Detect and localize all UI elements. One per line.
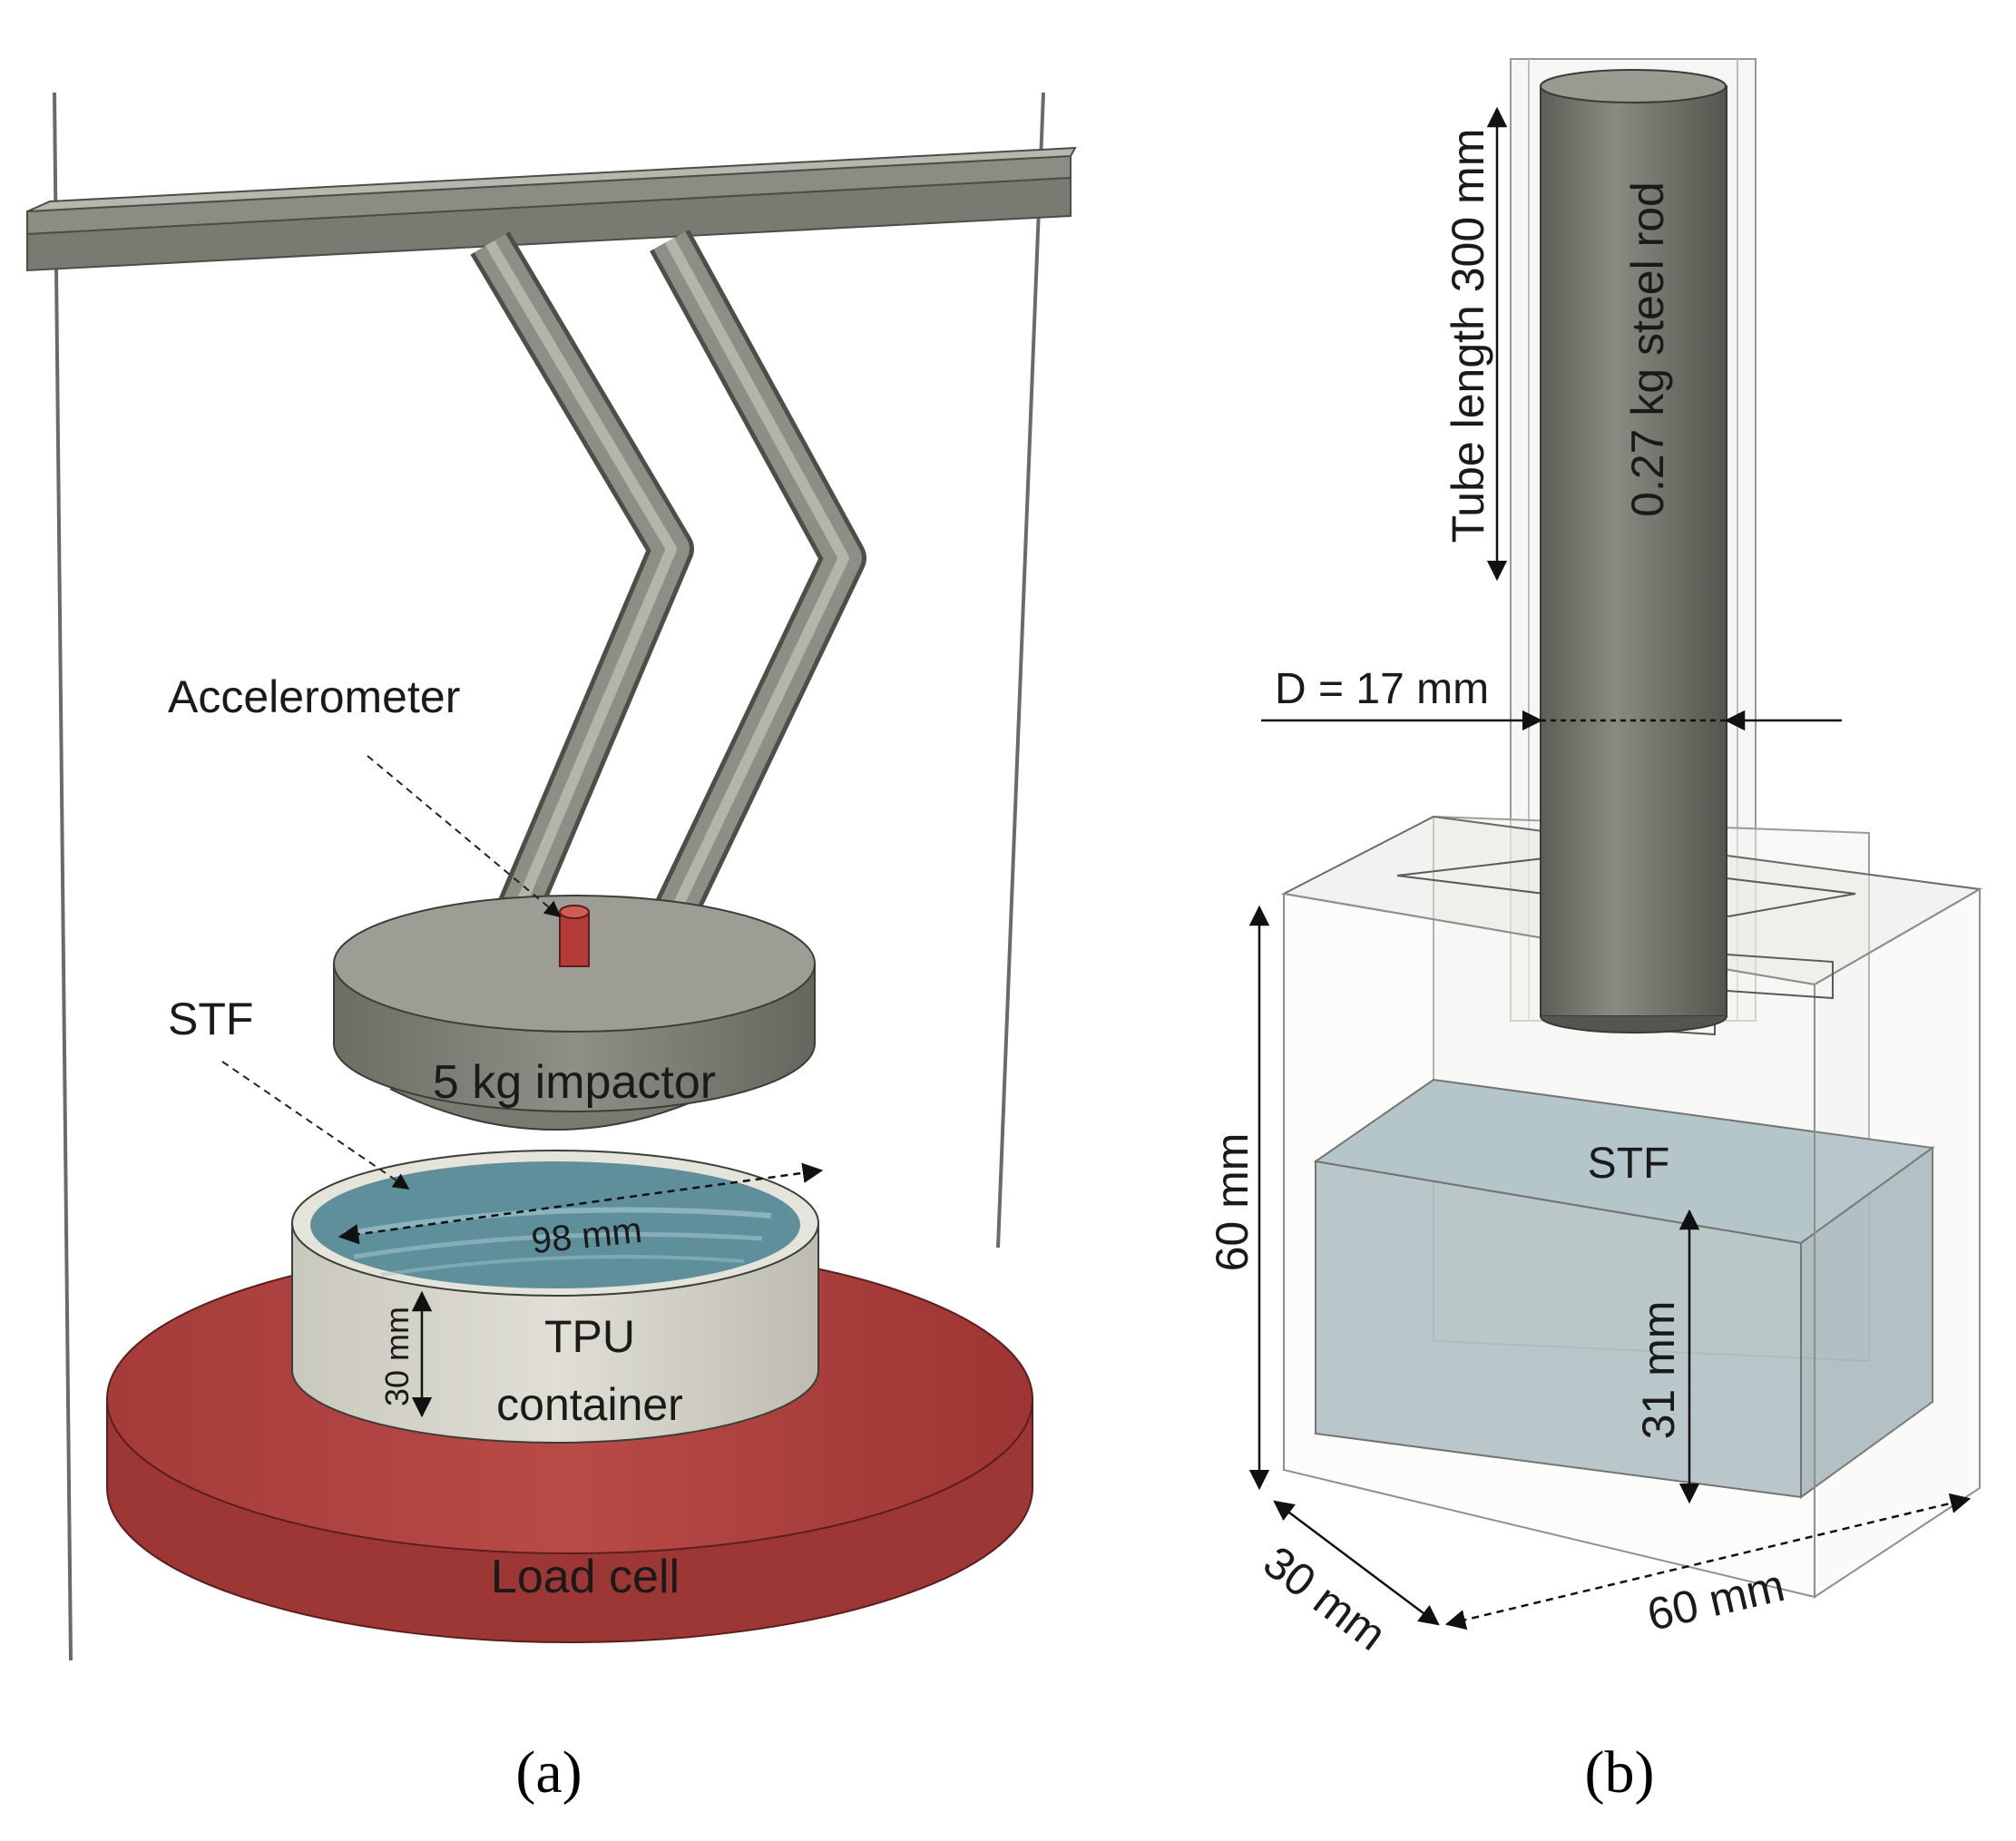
steel-rod: [1540, 69, 1727, 1034]
box-depth-label: 30 mm: [1254, 1536, 1395, 1660]
box-height-label: 60 mm: [1207, 1133, 1258, 1272]
impactor-arms: [470, 229, 866, 975]
stf-label-b: STF: [1588, 1140, 1670, 1188]
accelerometer-label: Accelerometer: [168, 671, 460, 722]
panel-a-label: (a): [515, 1739, 582, 1806]
height-label: 30 mm: [378, 1307, 416, 1406]
container-label-line2: container: [496, 1379, 683, 1430]
crossbar: [26, 146, 1077, 272]
stf-label-a: STF: [168, 994, 253, 1044]
fluid-height-label: 31 mm: [1633, 1301, 1684, 1440]
guide-wire-left: [53, 92, 73, 1661]
box-width-arrow: [1444, 1493, 1972, 1630]
panel-b-label: (b): [1585, 1739, 1655, 1806]
stf-fluid-side: [1800, 1146, 1933, 1499]
accelerometer-sensor: [559, 905, 590, 967]
rod-diameter-label: D = 17 mm: [1275, 665, 1489, 713]
load-cell-label: Load cell: [491, 1551, 680, 1603]
impactor-label: 5 kg impactor: [433, 1056, 716, 1109]
container-label-line1: TPU: [544, 1311, 635, 1362]
tube-length-label: Tube length 300 mm: [1443, 129, 1493, 543]
impactor: [333, 895, 816, 1131]
accelerometer-leader: [367, 755, 562, 918]
guide-wire-right: [996, 92, 1045, 1249]
rod-label: 0.27 kg steel rod: [1622, 181, 1673, 517]
diameter-dimension-arrow: [338, 1162, 824, 1245]
panel-b-illustration: [1248, 58, 1983, 1630]
box-depth-arrow: [1273, 1500, 1440, 1626]
panel-a-illustration: [26, 92, 1077, 1661]
